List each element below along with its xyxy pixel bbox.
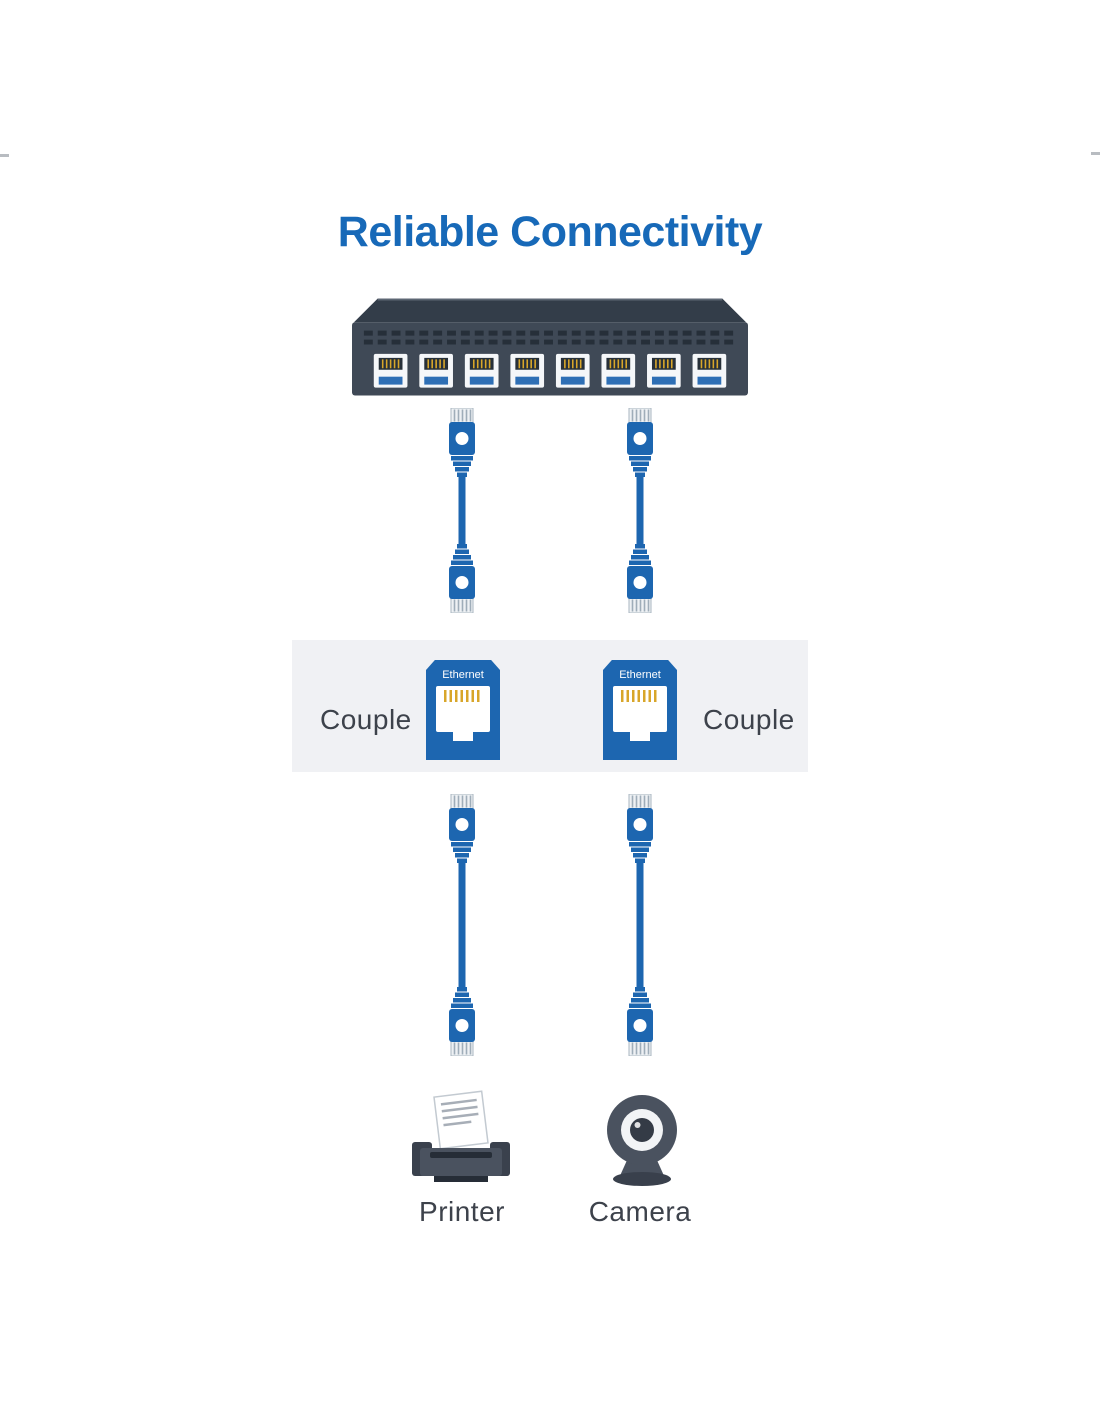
edge-mark-right xyxy=(1091,152,1100,155)
rj45-coupler-icon: Ethernet xyxy=(426,660,500,760)
printer-icon xyxy=(406,1090,516,1186)
ethernet-cable-icon xyxy=(620,793,660,1057)
couple-label-right: Couple xyxy=(703,704,795,735)
rj45-coupler-icon: Ethernet xyxy=(603,660,677,760)
coupler-band xyxy=(292,640,808,772)
ethernet-cable-icon xyxy=(620,407,660,614)
network-switch-icon xyxy=(352,296,748,396)
webcam-icon xyxy=(594,1092,690,1188)
jack-notch xyxy=(453,732,473,741)
rj45-jack xyxy=(613,686,667,732)
network-switch-illustration xyxy=(352,298,748,396)
coupler-port-label: Ethernet xyxy=(442,669,484,681)
printer-label: Printer xyxy=(419,1196,505,1227)
jack-pins xyxy=(444,690,482,702)
coupler-port-label: Ethernet xyxy=(619,669,661,681)
camera-label: Camera xyxy=(588,1196,692,1227)
jack-notch xyxy=(630,732,650,741)
edge-mark-left xyxy=(0,154,9,157)
ethernet-cable-icon xyxy=(442,793,482,1057)
rj45-jack xyxy=(436,686,490,732)
jack-pins xyxy=(621,690,659,702)
couple-label-left: Couple xyxy=(320,704,412,735)
diagram-title: Reliable Connectivity xyxy=(337,208,763,256)
ethernet-cable-icon xyxy=(442,407,482,614)
